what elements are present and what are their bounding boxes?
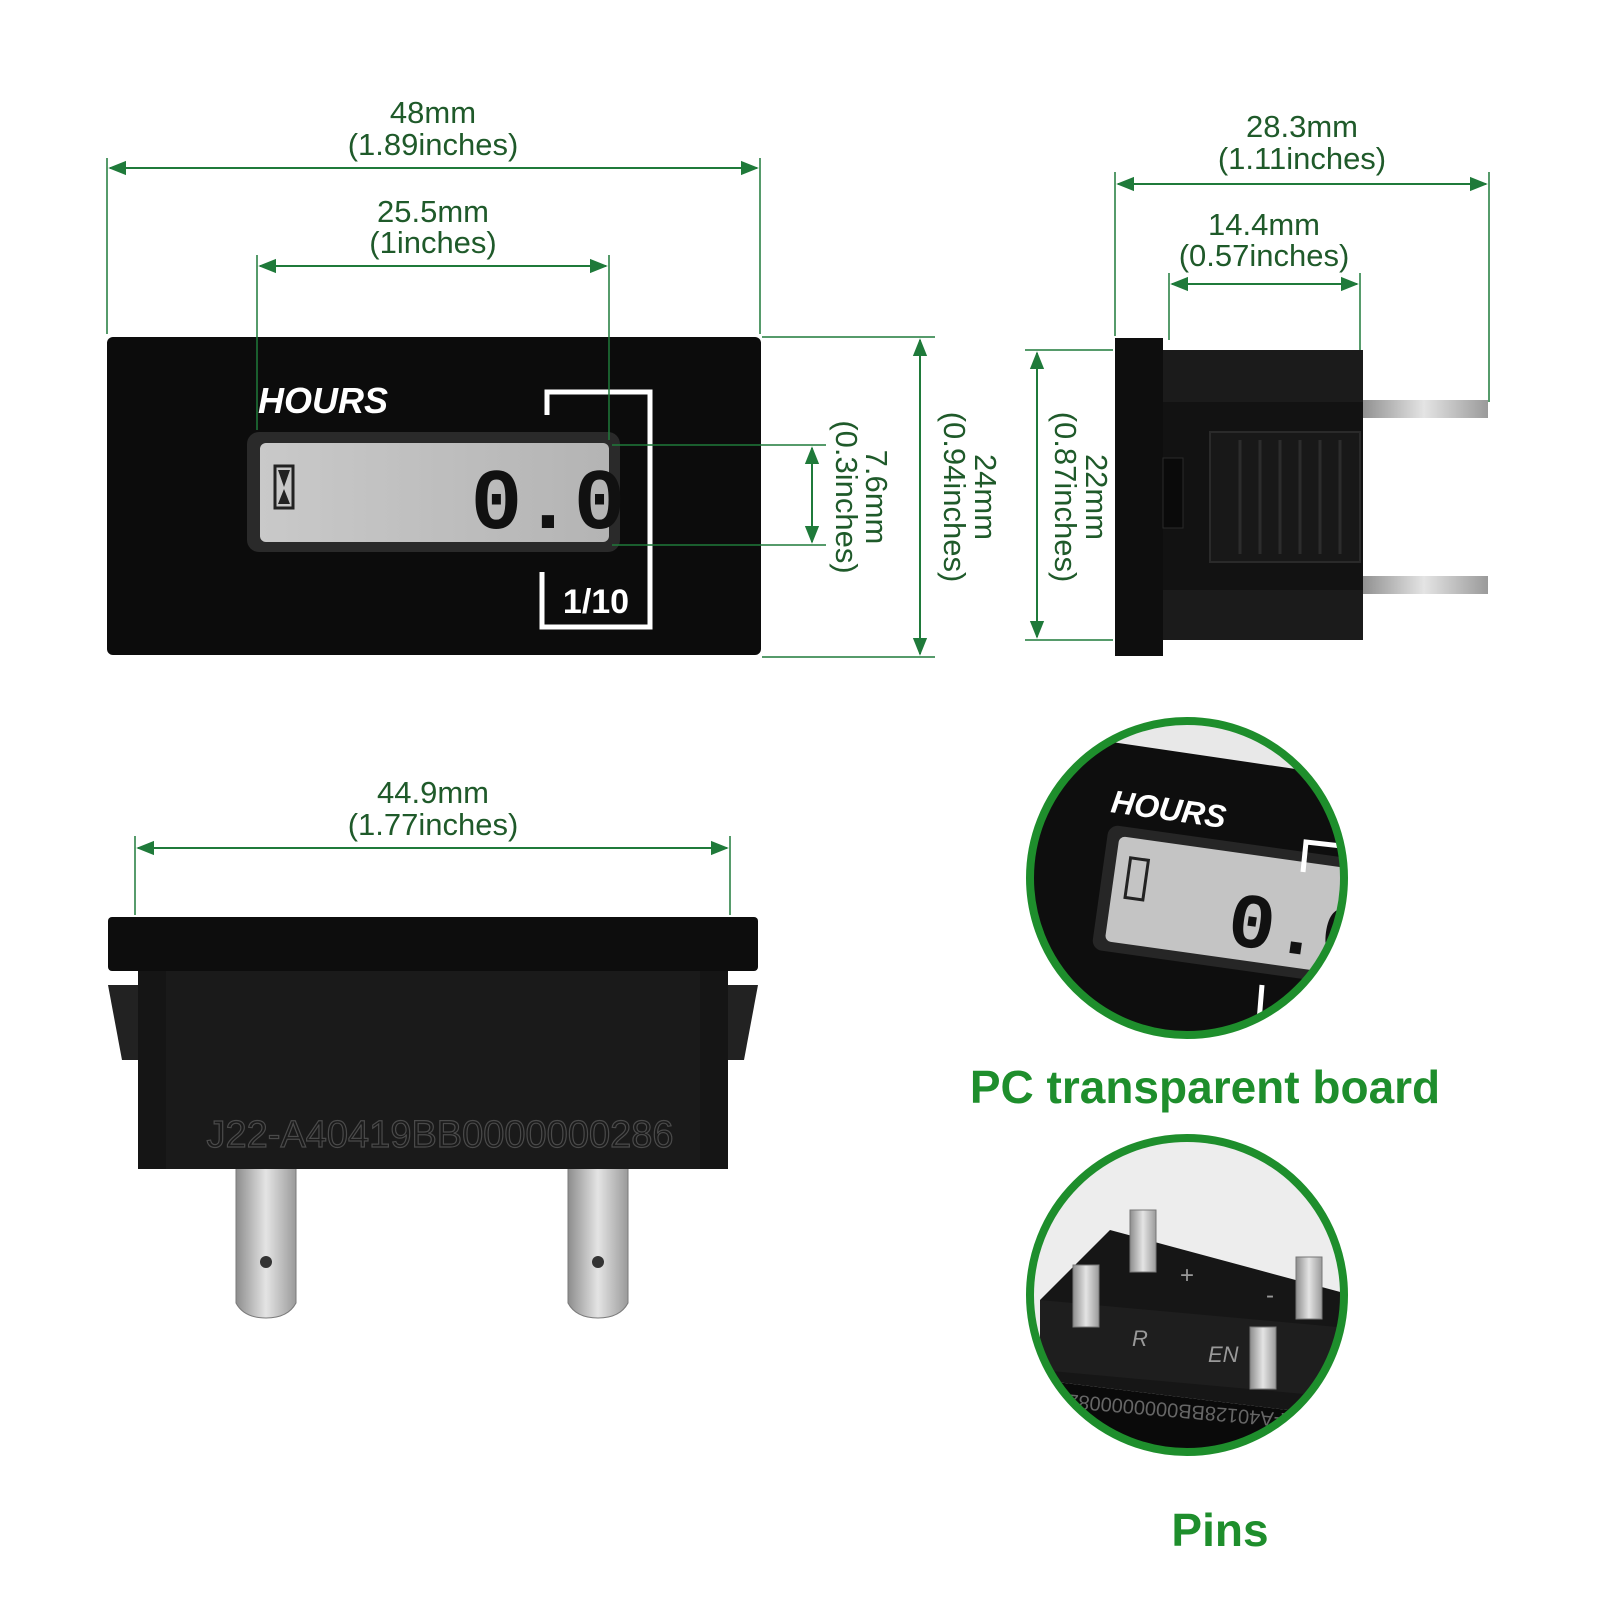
detail-pins: + - R EN J21-A40128BB0000000082 (1026, 1134, 1348, 1456)
detail-pin-label-plus: + (1180, 1262, 1194, 1289)
dim-display-width-mm: 25.5mm (377, 194, 489, 229)
dim-bottom-width-inch: (1.77inches) (348, 807, 519, 842)
hourglass-icon (273, 464, 295, 510)
side-dimensions: 28.3mm (1.11inches) 14.4mm (0.57inches) … (1025, 109, 1490, 641)
detail-pin-label-en: EN (1208, 1342, 1239, 1367)
dim-front-height-mm: 24mm (968, 454, 1003, 540)
detail-scale-label: 1/1 (1274, 1004, 1320, 1042)
dim-side-body-mm: 14.4mm (1208, 207, 1320, 242)
detail-pc-board: HOURS 0.0 1/1 (1026, 717, 1348, 1042)
bottom-serial: J22-A40419BB0000000286 (207, 1114, 674, 1156)
side-pin-bottom (1360, 576, 1488, 594)
dim-front-height-inch: (0.94inches) (937, 412, 972, 583)
detail-lcd (1105, 836, 1344, 973)
dim-side-depth-mm: 28.3mm (1246, 109, 1358, 144)
front-dimensions: 48mm (1.89inches) 25.5mm (1inches) 7.6mm… (106, 95, 1003, 658)
dim-display-height-inch: (0.3inches) (829, 420, 864, 573)
dim-front-width-inch: (1.89inches) (348, 127, 519, 162)
scale-label: 1/10 (563, 583, 629, 621)
dim-bottom-width-mm: 44.9mm (377, 775, 489, 810)
side-pin-top (1360, 400, 1488, 418)
lcd-display (260, 443, 609, 542)
front-view: HOURS 0.0 1/10 (107, 337, 761, 655)
bottom-pin-right (567, 1167, 629, 1319)
side-view (1115, 338, 1488, 656)
detail-pin-2 (1072, 1264, 1100, 1328)
dim-front-width-mm: 48mm (390, 95, 476, 130)
dim-side-depth-inch: (1.11inches) (1218, 141, 1386, 176)
detail-pc-frame (1026, 717, 1348, 1039)
bottom-front-plate (108, 917, 758, 971)
side-clip (1209, 431, 1361, 563)
dim-side-height-inch: (0.87inches) (1048, 412, 1083, 583)
detail-pin-3 (1295, 1256, 1323, 1320)
caption-pc-transparent-board: PC transparent board (969, 1061, 1441, 1113)
bottom-view: J22-A40419BB0000000286 (108, 917, 758, 1319)
caption-pins: Pins (1171, 1504, 1269, 1556)
dim-side-body-inch: (0.57inches) (1179, 238, 1350, 273)
detail-pin-label-minus: - (1266, 1282, 1274, 1309)
detail-pin-4 (1249, 1326, 1277, 1390)
dim-display-height-mm: 7.6mm (859, 450, 894, 545)
lcd-reading: 0.0 (471, 456, 626, 554)
detail-pin-label-r: R (1132, 1326, 1148, 1351)
bottom-dimensions: 44.9mm (1.77inches) (134, 775, 731, 915)
side-bezel (1115, 338, 1163, 656)
detail-hourglass-icon (1123, 856, 1151, 902)
detail-pin-1 (1129, 1209, 1157, 1273)
hours-label: HOURS (258, 380, 388, 421)
bottom-pin-left (235, 1167, 297, 1319)
dim-display-width-inch: (1inches) (369, 225, 497, 260)
detail-pins-frame (1026, 1134, 1348, 1456)
dim-side-height-mm: 22mm (1079, 454, 1114, 540)
scale-bracket (539, 389, 653, 630)
